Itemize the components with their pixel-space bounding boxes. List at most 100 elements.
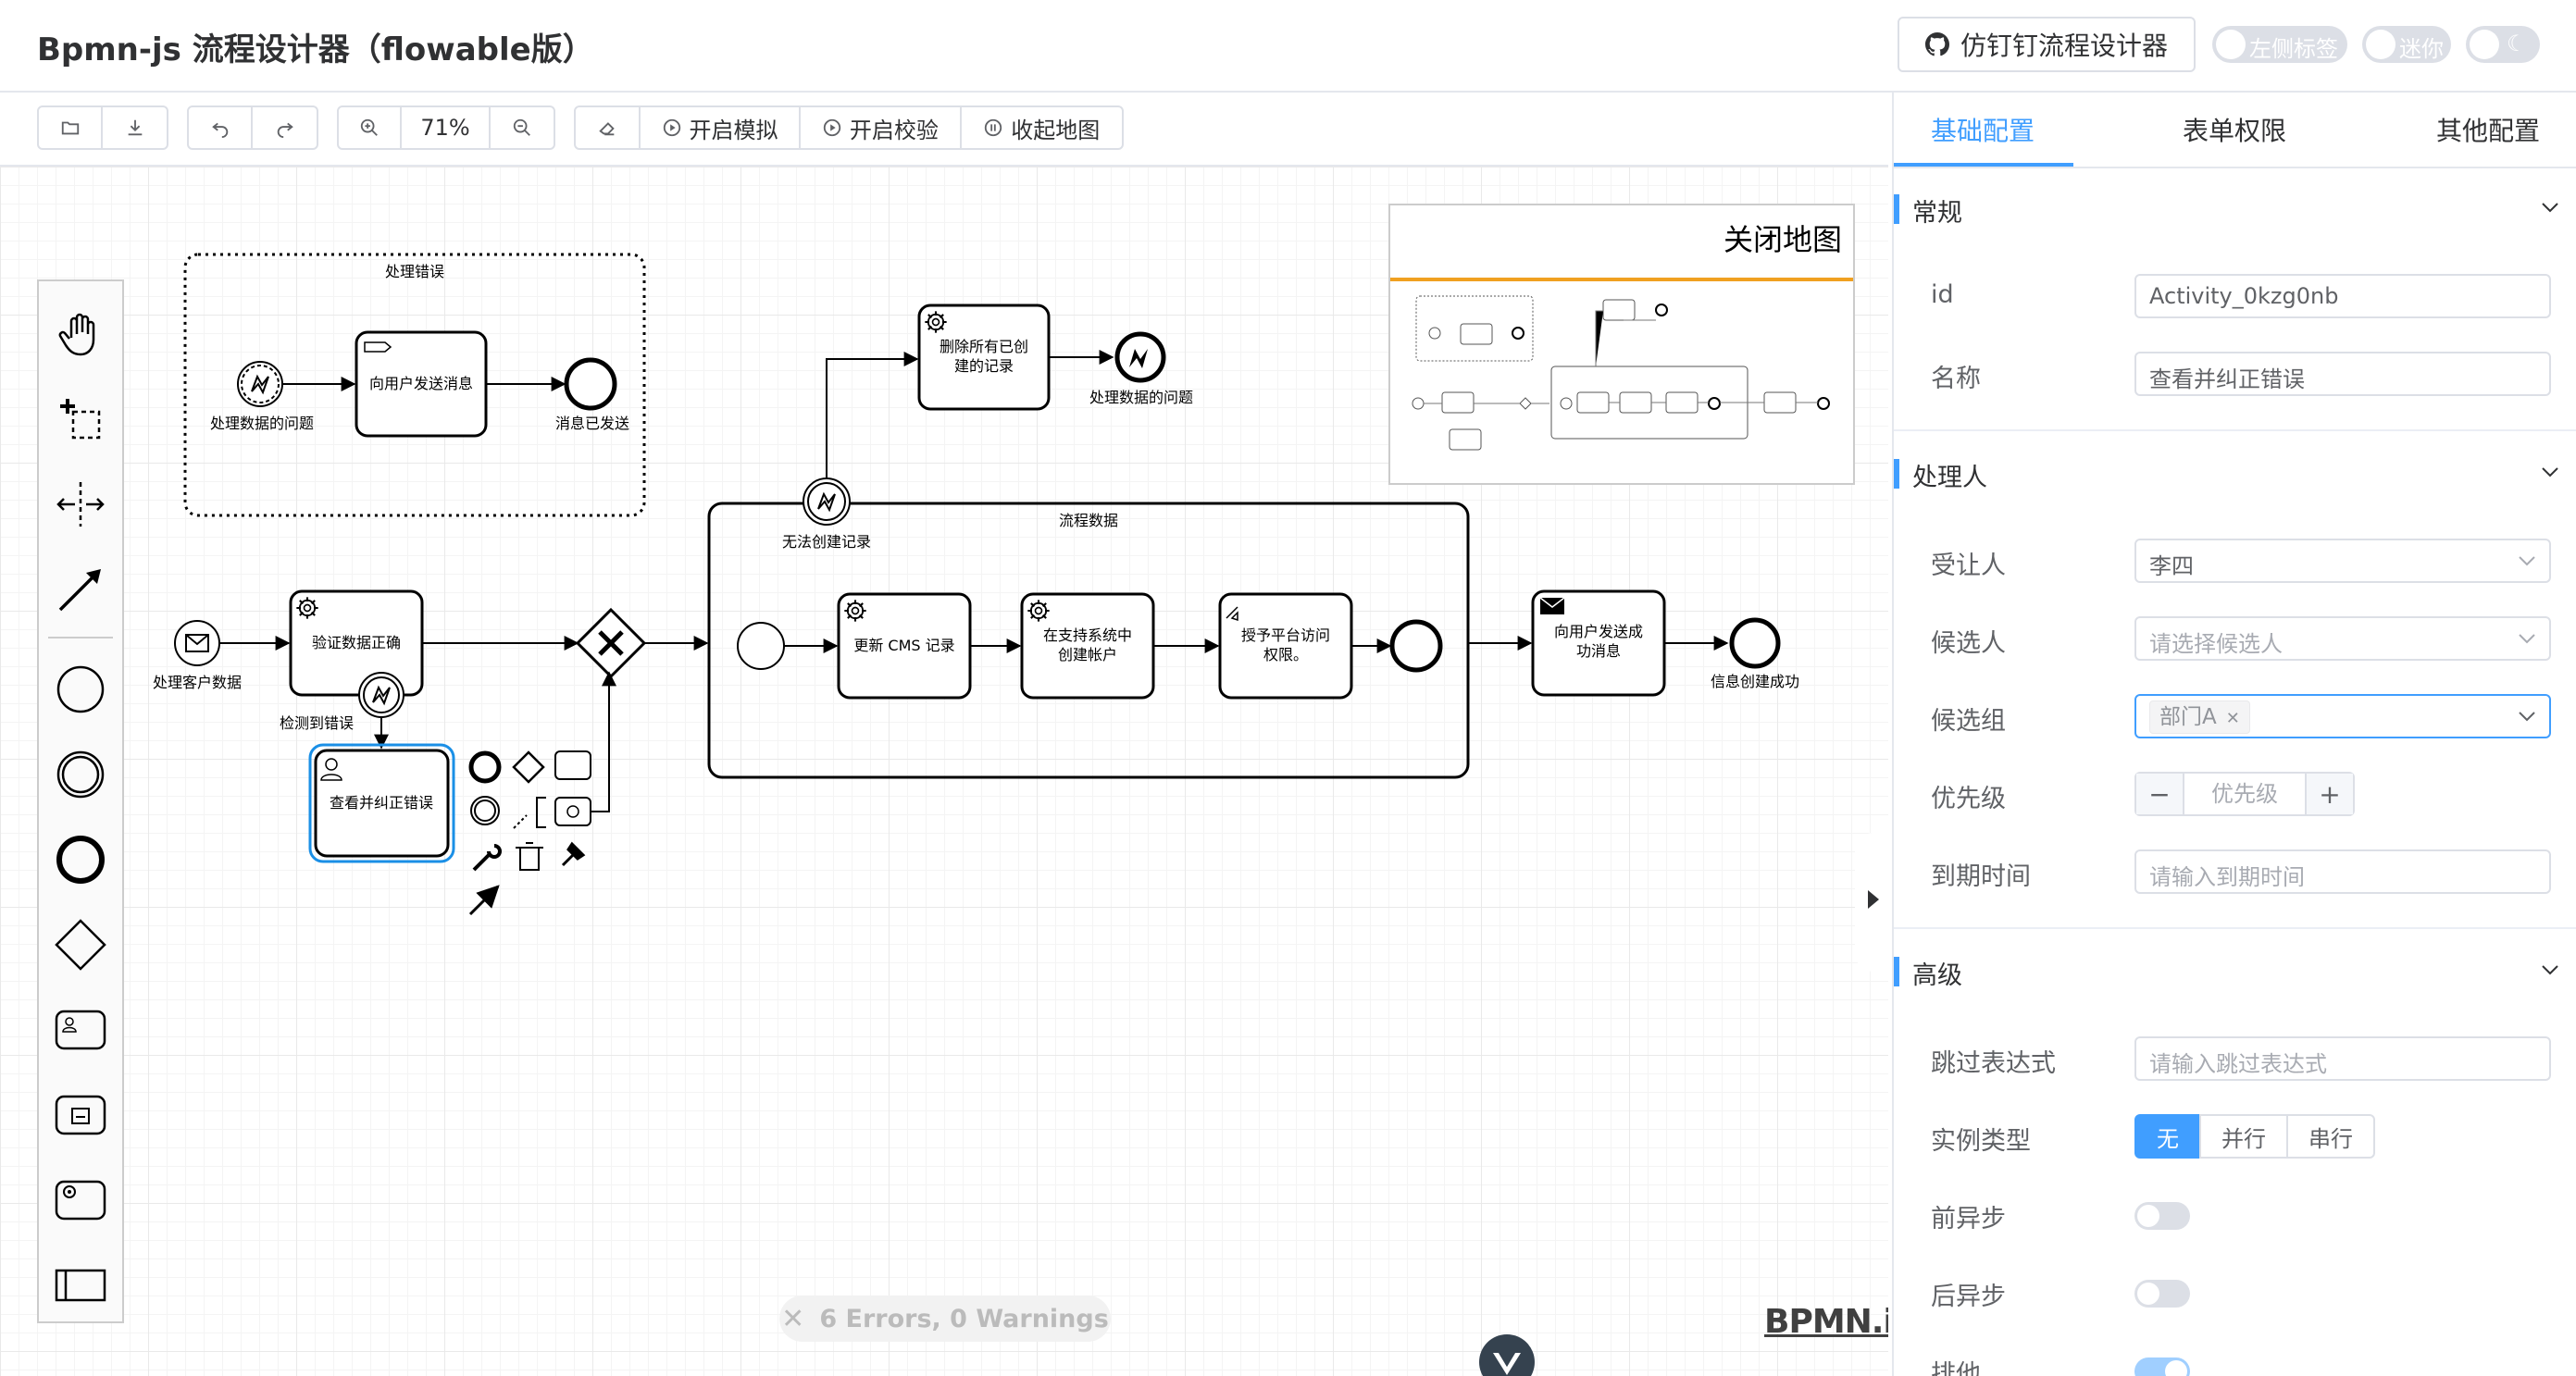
candidate-users-select[interactable]: 请选择候选人 [2134,616,2551,661]
left-label-toggle[interactable]: 左侧标签 [2212,26,2347,63]
redo-button[interactable] [253,107,317,148]
section-advanced-header[interactable]: 高级 [1894,944,2576,999]
instance-type-parallel[interactable]: 并行 [2199,1114,2288,1159]
exclusive-label: 排他 [1931,1360,1981,1376]
zoom-level[interactable]: 71% [402,107,491,148]
candidate-groups-select[interactable]: 部门A✕ [2134,694,2551,738]
lint-status[interactable]: ✕ 6 Errors, 0 Warnings [779,1295,1111,1342]
pool-tool[interactable] [39,1253,122,1318]
task-notify[interactable]: 向用户发送成 功消息 [1531,589,1666,697]
error-event-subprocess[interactable]: 处理错误 处理数据的问题 向用户发送消息 消息已发送 [183,253,646,517]
start-event-tool[interactable] [39,657,122,722]
due-date-input[interactable]: 请输入到期时间 [2134,849,2551,894]
instance-type-none[interactable]: 无 [2134,1114,2201,1159]
async-after-label: 后异步 [1931,1283,2006,1311]
user-task-tool[interactable] [39,998,122,1062]
boundary-cannot-create[interactable] [803,477,851,526]
exclusive-gateway[interactable] [575,607,647,679]
space-tool[interactable] [39,472,122,537]
bpmn-canvas[interactable]: 处理错误 处理数据的问题 向用户发送消息 消息已发送 处理客户数据 验证数据正确… [0,167,1888,1376]
zoom-in-button[interactable] [339,107,402,148]
lasso-icon [60,399,101,440]
connect-tool[interactable] [39,557,122,622]
end-event-tool[interactable] [39,827,122,892]
task-review-selected[interactable]: 查看并纠正错误 [308,743,455,863]
minimap-close-button[interactable]: 关闭地图 [1723,222,1842,257]
undo-button[interactable] [189,107,254,148]
instance-type-sequential[interactable]: 串行 [2286,1114,2375,1159]
priority-label: 优先级 [1931,785,2006,813]
open-file-button[interactable] [39,107,104,148]
clear-button[interactable] [576,107,641,148]
hand-tool[interactable] [39,302,122,366]
pause-circle-icon [985,118,1002,137]
zoom-out-button[interactable] [491,107,554,148]
lasso-tool[interactable] [39,387,122,452]
bpmn-io-logo[interactable]: BPMN.io [1764,1303,1888,1341]
increment-button[interactable]: + [2305,774,2353,814]
boundary-detect-label: 检测到错误 [280,714,354,732]
tag-close-icon[interactable]: ✕ [2225,709,2240,728]
task-account-label: 在支持系统中 [1043,626,1132,644]
skip-expression-input[interactable]: 请输入跳过表达式 [2134,1036,2551,1081]
chevron-down-icon [2542,965,2558,975]
panel-collapse-handle[interactable] [1855,833,1888,972]
decrement-button[interactable]: − [2136,774,2184,814]
mini-toggle[interactable]: 迷你 [2362,26,2451,63]
download-button[interactable] [103,107,167,148]
section-advanced-title: 高级 [1912,961,1962,990]
github-link-button[interactable]: 仿钉钉流程设计器 [1898,17,2196,72]
panel-tabs: 基础配置 表单权限 其他配置 [1894,93,2576,168]
tab-basic-config[interactable]: 基础配置 [1931,116,2035,146]
script-task-tool[interactable] [39,1083,122,1147]
vue-devtools-button[interactable] [1479,1334,1535,1376]
zoom-out-icon [513,118,530,136]
name-label: 名称 [1931,365,1981,393]
minimap-toggle-label: 收起地图 [1011,117,1101,143]
gateway-tool[interactable] [39,912,122,977]
candidate-users-label: 候选人 [1931,629,2006,658]
validate-button[interactable]: 开启校验 [801,107,962,148]
simulate-button[interactable]: 开启模拟 [641,107,802,148]
context-pad[interactable] [468,750,591,916]
group-tag: 部门A✕ [2149,700,2250,734]
subprocess[interactable]: 流程数据 更新 CMS 记录 在支持系统中 创建帐户 授予平台访问 权限。 [707,502,1470,779]
assignee-select[interactable]: 李四 [2134,539,2551,583]
hand-icon [58,313,95,356]
error-x-icon: ✕ [781,1302,805,1335]
name-input[interactable]: 查看并纠正错误 [2134,352,2551,396]
vue-logo-icon [1493,1353,1521,1375]
async-after-switch[interactable] [2134,1280,2190,1308]
toggle-knob [2216,30,2246,59]
service-task-tool[interactable] [39,1168,122,1233]
priority-placeholder[interactable]: 优先级 [2211,781,2278,807]
intermediate-event-tool[interactable] [39,742,122,807]
section-general-header[interactable]: 常规 [1894,181,2576,237]
exclusive-switch[interactable] [2134,1357,2190,1376]
error-end-label: 消息已发送 [555,415,629,432]
tab-other-config[interactable]: 其他配置 [2436,116,2541,146]
task-delete[interactable]: 删除所有已创 建的记录 [917,304,1051,411]
task-validate[interactable]: 验证数据正确 [289,589,424,697]
async-before-switch[interactable] [2134,1202,2190,1230]
play-circle-icon [823,118,841,137]
task-notify-label-2: 功消息 [1576,642,1621,660]
intermediate-event-icon [56,750,105,799]
dark-mode-toggle[interactable]: ☾ [2466,26,2540,63]
toggle-minimap-button[interactable]: 收起地图 [962,107,1122,148]
end-event[interactable] [1729,617,1781,669]
bpmn-diagram[interactable]: 处理错误 处理数据的问题 向用户发送消息 消息已发送 处理客户数据 验证数据正确… [0,167,1888,1376]
file-group [37,105,168,150]
id-input[interactable]: Activity_0kzg0nb [2134,274,2551,318]
section-assignee-header[interactable]: 处理人 [1894,446,2576,502]
minimap[interactable]: 关闭地图 [1388,204,1855,485]
tab-form-permission[interactable]: 表单权限 [2183,116,2287,146]
priority-stepper[interactable]: − 优先级 + [2134,772,2355,816]
error-subprocess-title: 处理错误 [385,263,444,280]
error-end-event[interactable] [1114,331,1166,383]
app-header: Bpmn-js 流程设计器（flowable版） 仿钉钉流程设计器 左侧标签 迷… [0,0,2576,93]
candidate-users-placeholder: 请选择候选人 [2149,631,2283,657]
space-tool-icon [56,482,105,527]
section-accent-bar [1894,194,1899,224]
switch-knob [2165,1360,2187,1376]
